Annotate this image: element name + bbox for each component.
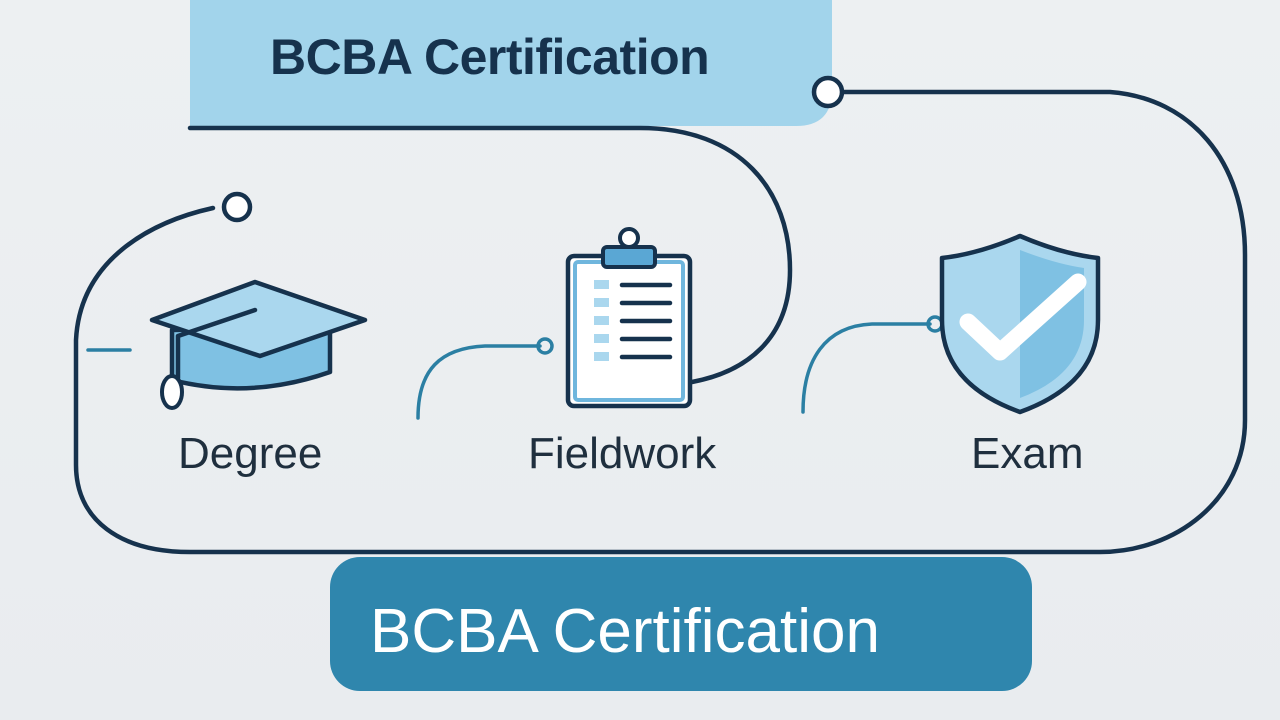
outer-loop-line (73, 89, 1248, 555)
shield-check-icon (939, 233, 1101, 415)
fieldwork-arrow-end-icon (536, 337, 554, 355)
exam-label: Exam (971, 429, 1084, 478)
top-banner (190, 0, 832, 126)
fieldwork-label: Fieldwork (528, 429, 717, 478)
graduation-cap-icon (149, 279, 368, 410)
banner-to-fieldwork-line (187, 125, 793, 385)
top-node-circle (811, 75, 845, 109)
degree-label: Degree (178, 429, 323, 478)
degree-node-circle (221, 191, 253, 223)
degree-to-fieldwork-connector (416, 344, 542, 420)
bottom-banner (330, 557, 1032, 691)
fieldwork-to-exam-connector (801, 322, 932, 414)
top-banner-title: BCBA Certification (270, 29, 710, 85)
clipboard-icon (565, 227, 693, 409)
bottom-banner-title: BCBA Certification (370, 597, 880, 666)
